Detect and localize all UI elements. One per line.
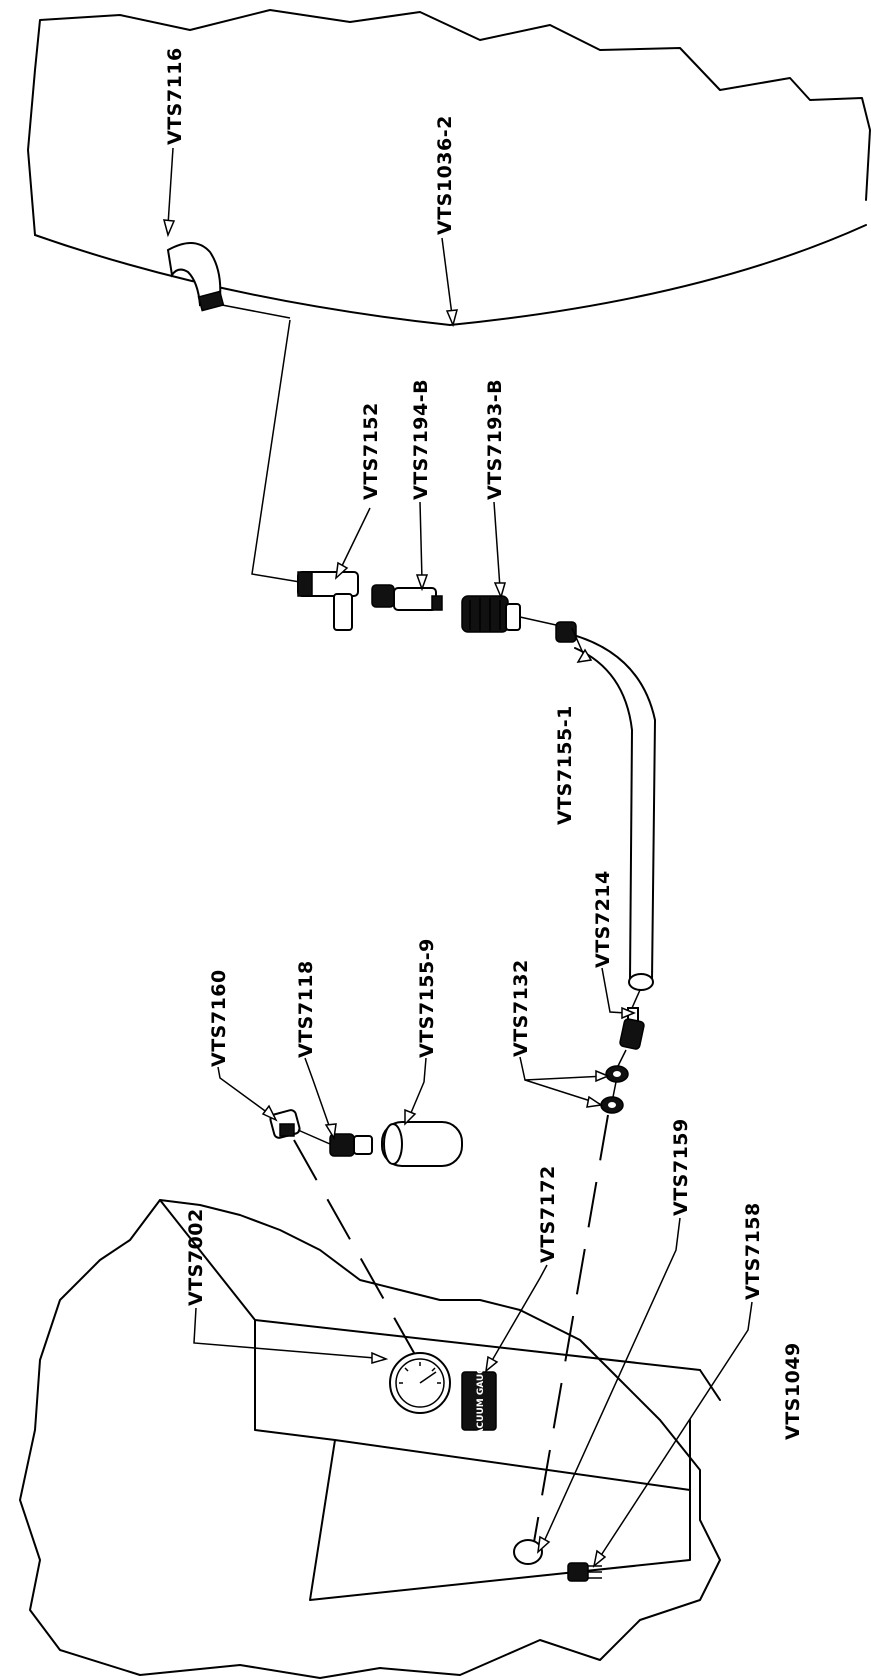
- fitting-part: [567, 1562, 602, 1582]
- gauge-adapter-part: [329, 1133, 373, 1157]
- gauge-elbow-part: [269, 1109, 301, 1139]
- label-vts7132: VTS7132: [510, 959, 532, 1057]
- gauge-fitting-line: [297, 1129, 331, 1145]
- filter-to-hose-line: [519, 616, 557, 626]
- elbow-to-panel-line: [221, 304, 291, 319]
- decal-text: VACUUM GAUGE: [476, 1360, 486, 1442]
- hose-to-tee-line: [631, 989, 641, 1009]
- label-vts7160: VTS7160: [208, 969, 230, 1067]
- label-vts7159: VTS7159: [670, 1118, 692, 1216]
- label-vts7214: VTS7214: [592, 870, 614, 968]
- label-vts7172: VTS7172: [537, 1165, 559, 1263]
- label-vts7116: VTS7116: [164, 47, 186, 145]
- leader-lines: [162, 147, 753, 1568]
- valve-part: [297, 571, 359, 631]
- tee-to-washers-line: [612, 1049, 627, 1098]
- label-vts1036-2: VTS1036-2: [434, 115, 456, 235]
- gauge-dashed-line: [293, 1139, 419, 1361]
- label-vts7155-1: VTS7155-1: [554, 705, 576, 825]
- lower-panel-outline: [19, 1199, 721, 1679]
- vacuum-gauge-part: [389, 1352, 451, 1414]
- main-hose-route-line: [251, 319, 301, 583]
- plug-part: [513, 1539, 543, 1565]
- vacuum-gauge-decal-part: VACUUM GAUGE: [461, 1360, 497, 1442]
- upper-panel-curved-edge: [34, 224, 867, 326]
- label-vts7158: VTS7158: [742, 1202, 764, 1300]
- tee-fitting-part: [619, 1007, 645, 1050]
- filter-part: [461, 595, 521, 633]
- upper-panel-outline: [27, 9, 871, 236]
- label-vts7194-b: VTS7194-B: [410, 379, 432, 500]
- hose-fitting: [555, 621, 577, 643]
- label-vts7152: VTS7152: [360, 402, 382, 500]
- lower-panel-edge: [159, 1199, 721, 1401]
- label-vts7193-b: VTS7193-B: [484, 379, 506, 500]
- washer-dashed-line: [529, 1114, 609, 1566]
- label-vts1049: VTS1049: [782, 1342, 804, 1440]
- label-vts7155-9: VTS7155-9: [416, 938, 438, 1058]
- label-vts7002: VTS7002: [185, 1208, 207, 1306]
- lower-panel-front-face: [254, 1319, 701, 1601]
- short-hose-part: [381, 1121, 463, 1167]
- label-vts7118: VTS7118: [295, 960, 317, 1058]
- check-valve-part: [371, 584, 443, 611]
- elbow-fitting-part: [166, 242, 225, 312]
- long-hose-outer: [561, 631, 656, 981]
- hose-end: [628, 973, 654, 991]
